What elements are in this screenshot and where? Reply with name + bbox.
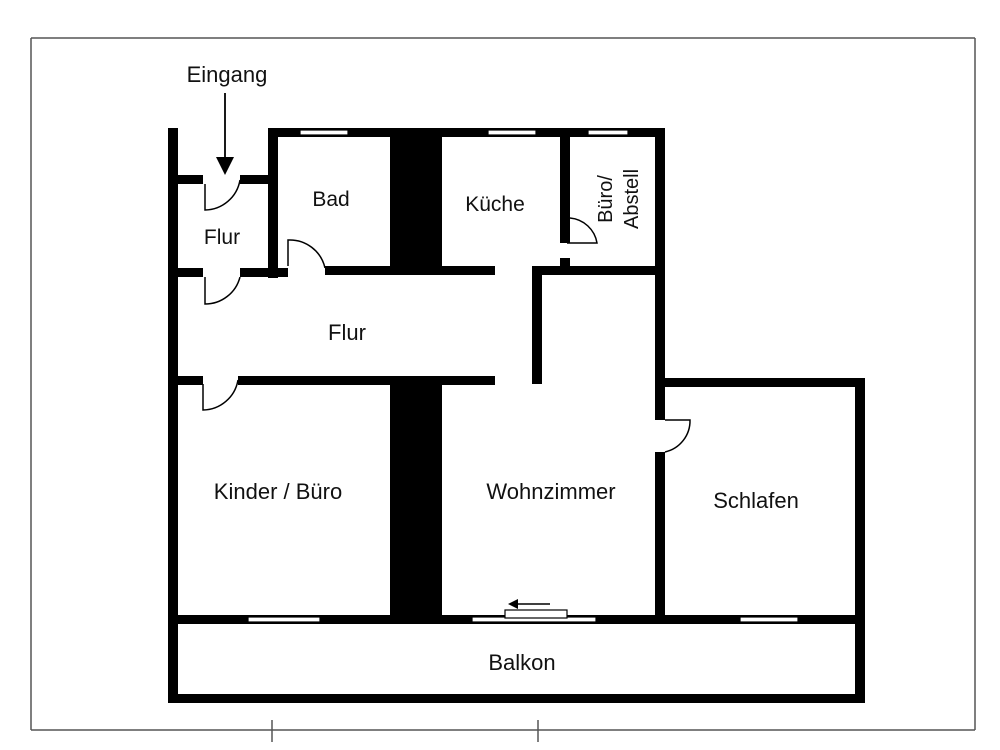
door-bad <box>287 239 326 269</box>
door-flur-small <box>204 276 241 305</box>
room-label-balkon: Balkon <box>488 650 555 675</box>
window-bad <box>299 129 349 136</box>
door-kinder <box>202 379 239 411</box>
room-label-kueche: Küche <box>465 193 525 216</box>
entrance-label: Eingang <box>187 62 268 87</box>
balcony-door <box>504 599 568 619</box>
room-label-wohnzimmer: Wohnzimmer <box>486 479 615 504</box>
door-entrance <box>204 179 241 211</box>
window-kueche <box>487 129 537 136</box>
room-label-buero-line1: Büro/ <box>595 175 617 223</box>
room-label-buero-line2: Abstell <box>621 169 643 229</box>
door-schlafen <box>664 419 691 453</box>
windows <box>247 129 799 623</box>
entrance-arrow-icon <box>216 93 234 175</box>
doors <box>202 179 691 453</box>
walls <box>168 128 865 703</box>
window-schlafen <box>739 616 799 623</box>
window-buero <box>587 129 629 136</box>
room-label-bad: Bad <box>312 188 349 211</box>
room-label-schlafen: Schlafen <box>713 488 799 513</box>
page-frame <box>30 37 976 742</box>
window-kinder <box>247 616 321 623</box>
room-label-kinder-buero: Kinder / Büro <box>214 479 342 504</box>
room-label-flur-main: Flur <box>328 320 366 345</box>
room-label-flur-small: Flur <box>204 226 240 249</box>
door-buero <box>567 217 598 244</box>
